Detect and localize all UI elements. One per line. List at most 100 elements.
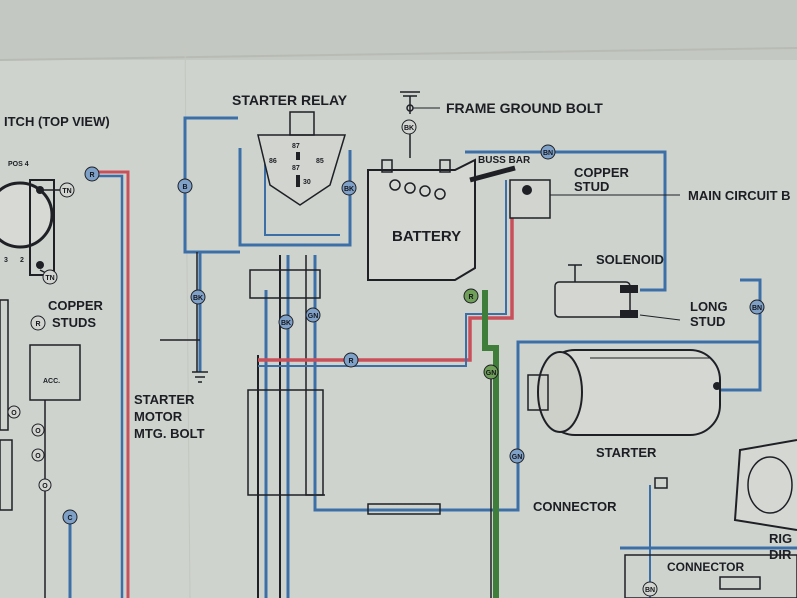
- battery-cell-4: [434, 188, 446, 200]
- tag-circle-tn1: [59, 182, 75, 198]
- connector-icon-1: [654, 477, 668, 489]
- battery-cell-3: [419, 185, 431, 197]
- tag-circle-bk-mid: [278, 314, 294, 330]
- label-starter: STARTER: [596, 445, 657, 460]
- bottom-connector-box: [624, 554, 797, 598]
- label-connector-2: CONNECTOR: [667, 560, 744, 574]
- label-copper-stud-1: COPPER: [574, 165, 630, 180]
- tag-circle-o2: [31, 423, 45, 437]
- red-wire-left: [92, 170, 130, 598]
- label-relay-85: 85: [316, 158, 324, 165]
- paper-top-shadow: [0, 0, 797, 60]
- label-buss-bar: BUSS BAR: [478, 155, 531, 166]
- starter-end-cap: [537, 351, 583, 433]
- label-relay-87b: 87: [292, 165, 300, 172]
- tag-gn-bottom: GN: [486, 370, 497, 377]
- tag-circle-r-buss: [463, 288, 479, 304]
- tag-tn1: TN: [62, 188, 71, 195]
- label-starter-motor-1: STARTER: [134, 392, 195, 407]
- tag-bn-bottom: BN: [645, 587, 655, 594]
- solenoid-terminal-2: [620, 310, 638, 318]
- label-long-stud-1: LONG: [690, 299, 728, 314]
- tag-bk-left: BK: [193, 295, 203, 302]
- tag-o4: O: [42, 483, 48, 490]
- tag-circle-r-stud: [30, 315, 46, 331]
- starter-gear: [527, 374, 549, 411]
- label-right-1: RIG: [769, 531, 792, 546]
- label-copper-studs-2: STUDS: [52, 315, 96, 330]
- label-main-circuit: MAIN CIRCUIT B: [688, 188, 791, 203]
- label-switch-2: 2: [20, 257, 24, 264]
- starter-terminal: [713, 382, 721, 390]
- copper-stud-block: [509, 179, 551, 219]
- red-wire-main: [258, 185, 514, 362]
- tag-bk-frame: BK: [404, 125, 414, 132]
- tag-circle-bn-right: [749, 299, 765, 315]
- wire-tags: R TN TN R O O O O C BK B BK BK BK GN R B…: [7, 119, 765, 597]
- acc-block: [29, 344, 81, 401]
- blue-wire-main-under: [258, 180, 507, 367]
- ignition-switch-body: [29, 179, 55, 276]
- solenoid: [554, 281, 631, 318]
- tag-circle-tn2: [42, 269, 58, 285]
- tag-circle-bn-top: [540, 144, 556, 160]
- tag-circle-r-switch: [84, 166, 100, 182]
- tag-circle-r-mid: [343, 352, 359, 368]
- tag-r-switch: R: [89, 172, 94, 179]
- solenoid-terminal-1: [620, 285, 638, 293]
- tag-r-stud: R: [35, 321, 40, 328]
- label-solenoid: SOLENOID: [596, 252, 664, 267]
- tag-circle-bn-bottom: [642, 581, 658, 597]
- right-lamp-lens: [747, 456, 793, 514]
- tag-bn-top: BN: [543, 150, 553, 157]
- long-stud-leader: [639, 314, 681, 321]
- label-copper-stud-2: STUD: [574, 179, 609, 194]
- left-box: [0, 439, 13, 511]
- battery-post-neg: [381, 159, 393, 173]
- blue-wire-bn-right: [720, 278, 762, 392]
- tag-circle-o4: [38, 478, 52, 492]
- label-starter-motor-3: MTG. BOLT: [134, 426, 205, 441]
- tag-circle-bk-frame: [401, 119, 417, 135]
- label-starter-motor-2: MOTOR: [134, 409, 183, 424]
- tag-r-mid: R: [348, 358, 353, 365]
- blue-wire-relay-inner: [264, 148, 340, 236]
- label-pos4: POS 4: [8, 161, 29, 168]
- green-wire-down: [482, 290, 499, 598]
- label-switch-3: 3: [4, 257, 8, 264]
- label-relay-87: 87: [292, 143, 300, 150]
- label-frame-ground-bolt: FRAME GROUND BOLT: [446, 100, 603, 116]
- tag-circle-gn-right: [509, 448, 525, 464]
- left-bracket: [0, 299, 9, 431]
- label-copper-studs-1: COPPER: [48, 298, 104, 313]
- tag-circle-gn-mid: [305, 307, 321, 323]
- tag-c1: C: [67, 515, 72, 522]
- tag-b-relay: B: [182, 184, 187, 191]
- label-right-2: DIR: [769, 547, 792, 562]
- copper-stud-icon: [522, 185, 532, 195]
- tag-r-buss: R: [468, 294, 473, 301]
- label-acc: ACC.: [43, 378, 60, 385]
- tag-circle-bk-relay: [341, 180, 357, 196]
- label-battery: BATTERY: [392, 228, 461, 245]
- label-relay-30: 30: [303, 179, 311, 186]
- starter-relay: [257, 134, 347, 206]
- tag-circle-bk-left: [190, 289, 206, 305]
- right-lamp: [733, 439, 797, 531]
- tag-gn-mid: GN: [308, 313, 319, 320]
- label-starter-relay: STARTER RELAY: [232, 92, 348, 108]
- relay-pin-87: [296, 152, 300, 160]
- starter-relay-cap: [289, 111, 315, 136]
- battery-cell-1: [389, 179, 401, 191]
- tag-o2: O: [35, 428, 41, 435]
- connector-icon-2: [719, 576, 761, 590]
- relay-pin-30: [296, 175, 300, 187]
- tag-circle-o3: [31, 448, 45, 462]
- tag-bk-mid: BK: [281, 320, 291, 327]
- battery-cell-2: [404, 182, 416, 194]
- connector-block-top: [249, 269, 321, 299]
- label-long-stud-2: STUD: [690, 314, 725, 329]
- inline-connector: [367, 503, 441, 515]
- tag-bk-relay: BK: [344, 186, 354, 193]
